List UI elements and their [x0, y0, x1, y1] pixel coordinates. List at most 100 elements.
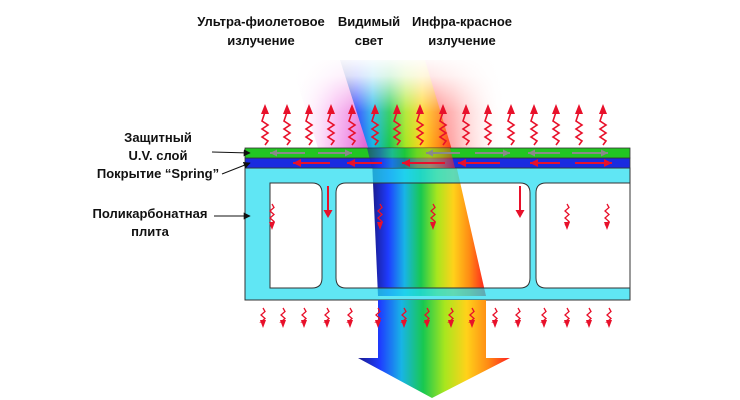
bottom-arrow — [400, 307, 407, 328]
coating-arrow — [530, 159, 560, 167]
cell-arrow — [564, 203, 570, 230]
cell-arrow — [269, 203, 275, 230]
reflected-arrow-head — [484, 104, 492, 114]
uv-layer-arrow-head — [503, 149, 510, 157]
reflected-arrow-head — [393, 104, 401, 114]
ir-label-line2: излучение — [428, 33, 495, 48]
reflected-arrow-head — [348, 104, 356, 114]
bottom-arrow — [374, 307, 381, 328]
bottom-arrow-head — [586, 320, 592, 328]
reflected-arrow-head — [530, 104, 538, 114]
reflected-arrow-shaft — [529, 111, 539, 146]
reflected-arrow — [529, 104, 539, 146]
cell-arrow-large-head — [323, 210, 333, 218]
uv-label-line1: Ультра-фиолетовое — [197, 14, 325, 29]
reflected-arrow-shaft — [438, 111, 448, 146]
coating-arrow — [575, 159, 612, 167]
protective-label-line1: Защитный — [124, 130, 192, 145]
layer-arrows — [270, 149, 612, 167]
sheet-label-line1: Поликарбонатная — [93, 206, 208, 221]
bottom-arrow — [300, 307, 307, 328]
bottom-arrow-head — [375, 320, 381, 328]
cell-arrow-head — [430, 222, 436, 230]
reflected-arrow-head — [599, 104, 607, 114]
bottom-arrow-shaft — [540, 307, 547, 323]
bottom-arrow-shaft — [346, 307, 353, 323]
reflected-arrow-shaft — [483, 111, 493, 146]
reflected-arrow-shaft — [370, 111, 380, 146]
bottom-arrow — [323, 307, 330, 328]
cell-arrow-head — [604, 222, 610, 230]
reflected-arrow — [506, 104, 516, 146]
bottom-arrow-head — [448, 320, 454, 328]
uv-layer-arrow — [426, 149, 460, 157]
bottom-arrow — [279, 307, 286, 328]
bottom-arrow — [259, 307, 266, 328]
reflected-arrow — [461, 104, 471, 146]
coating-arrow-head — [293, 159, 301, 167]
cell-arrow-head — [269, 222, 275, 230]
reflected-arrow-head — [575, 104, 583, 114]
uv-layer-arrow-head — [270, 149, 277, 157]
reflected-arrows — [260, 104, 608, 146]
visible-label-line2: свет — [355, 33, 383, 48]
bottom-arrow-head — [424, 320, 430, 328]
bottom-arrow-head — [564, 320, 570, 328]
reflected-arrow-shaft — [304, 111, 314, 146]
bottom-arrow-head — [492, 320, 498, 328]
bottom-arrow — [468, 307, 475, 328]
bottom-arrow — [605, 307, 612, 328]
reflected-arrow-head — [552, 104, 560, 114]
cell-arrow — [604, 203, 610, 230]
cell-arrow-shaft — [269, 203, 275, 226]
bottom-arrow — [491, 307, 498, 328]
reflected-arrow-head — [416, 104, 424, 114]
uv-label-line2: излучение — [227, 33, 294, 48]
reflected-arrow-shaft — [506, 111, 516, 146]
reflected-arrow — [392, 104, 402, 146]
bottom-arrow — [423, 307, 430, 328]
bottom-arrow-head — [347, 320, 353, 328]
coating-arrow — [458, 159, 500, 167]
bottom-arrow-head — [401, 320, 407, 328]
uv-layer-arrow-head — [426, 149, 433, 157]
reflected-arrow-head — [462, 104, 470, 114]
bottom-arrow — [346, 307, 353, 328]
uv-layer-arrow-head — [345, 149, 352, 157]
pointer-coating — [221, 162, 251, 175]
uv-layer-arrow — [318, 149, 352, 157]
bottom-arrow — [540, 307, 547, 328]
bottom-arrows — [259, 307, 612, 328]
uv-layer-arrow — [475, 149, 510, 157]
bottom-arrow-head — [280, 320, 286, 328]
reflected-arrow-shaft — [551, 111, 561, 146]
coating-label: Покрытие “Spring” — [97, 166, 219, 181]
bottom-arrow-head — [260, 320, 266, 328]
bottom-arrow-shaft — [279, 307, 286, 323]
reflected-arrow-shaft — [598, 111, 608, 146]
spectrum-in-layers — [367, 148, 455, 168]
bottom-arrow-shaft — [259, 307, 266, 323]
bottom-arrow-shaft — [563, 307, 570, 323]
reflected-arrow — [598, 104, 608, 146]
visible-label-line1: Видимый — [338, 14, 400, 29]
bottom-arrow-shaft — [323, 307, 330, 323]
reflected-arrow-shaft — [574, 111, 584, 146]
uv-layer-arrow — [270, 149, 305, 157]
reflected-arrow — [438, 104, 448, 146]
beam-fade — [280, 55, 520, 150]
reflected-arrow — [260, 104, 270, 146]
coating-arrow-head — [530, 159, 538, 167]
reflected-arrow — [415, 104, 425, 146]
cell-arrow — [430, 203, 436, 230]
bottom-arrow-shaft — [514, 307, 521, 323]
bottom-arrow-shaft — [605, 307, 612, 323]
bottom-arrow-head — [469, 320, 475, 328]
cell-arrow-shaft — [564, 203, 570, 226]
reflected-arrow — [574, 104, 584, 146]
cell-arrow-large — [323, 186, 333, 218]
reflected-arrow — [326, 104, 336, 146]
reflected-arrow-head — [283, 104, 291, 114]
